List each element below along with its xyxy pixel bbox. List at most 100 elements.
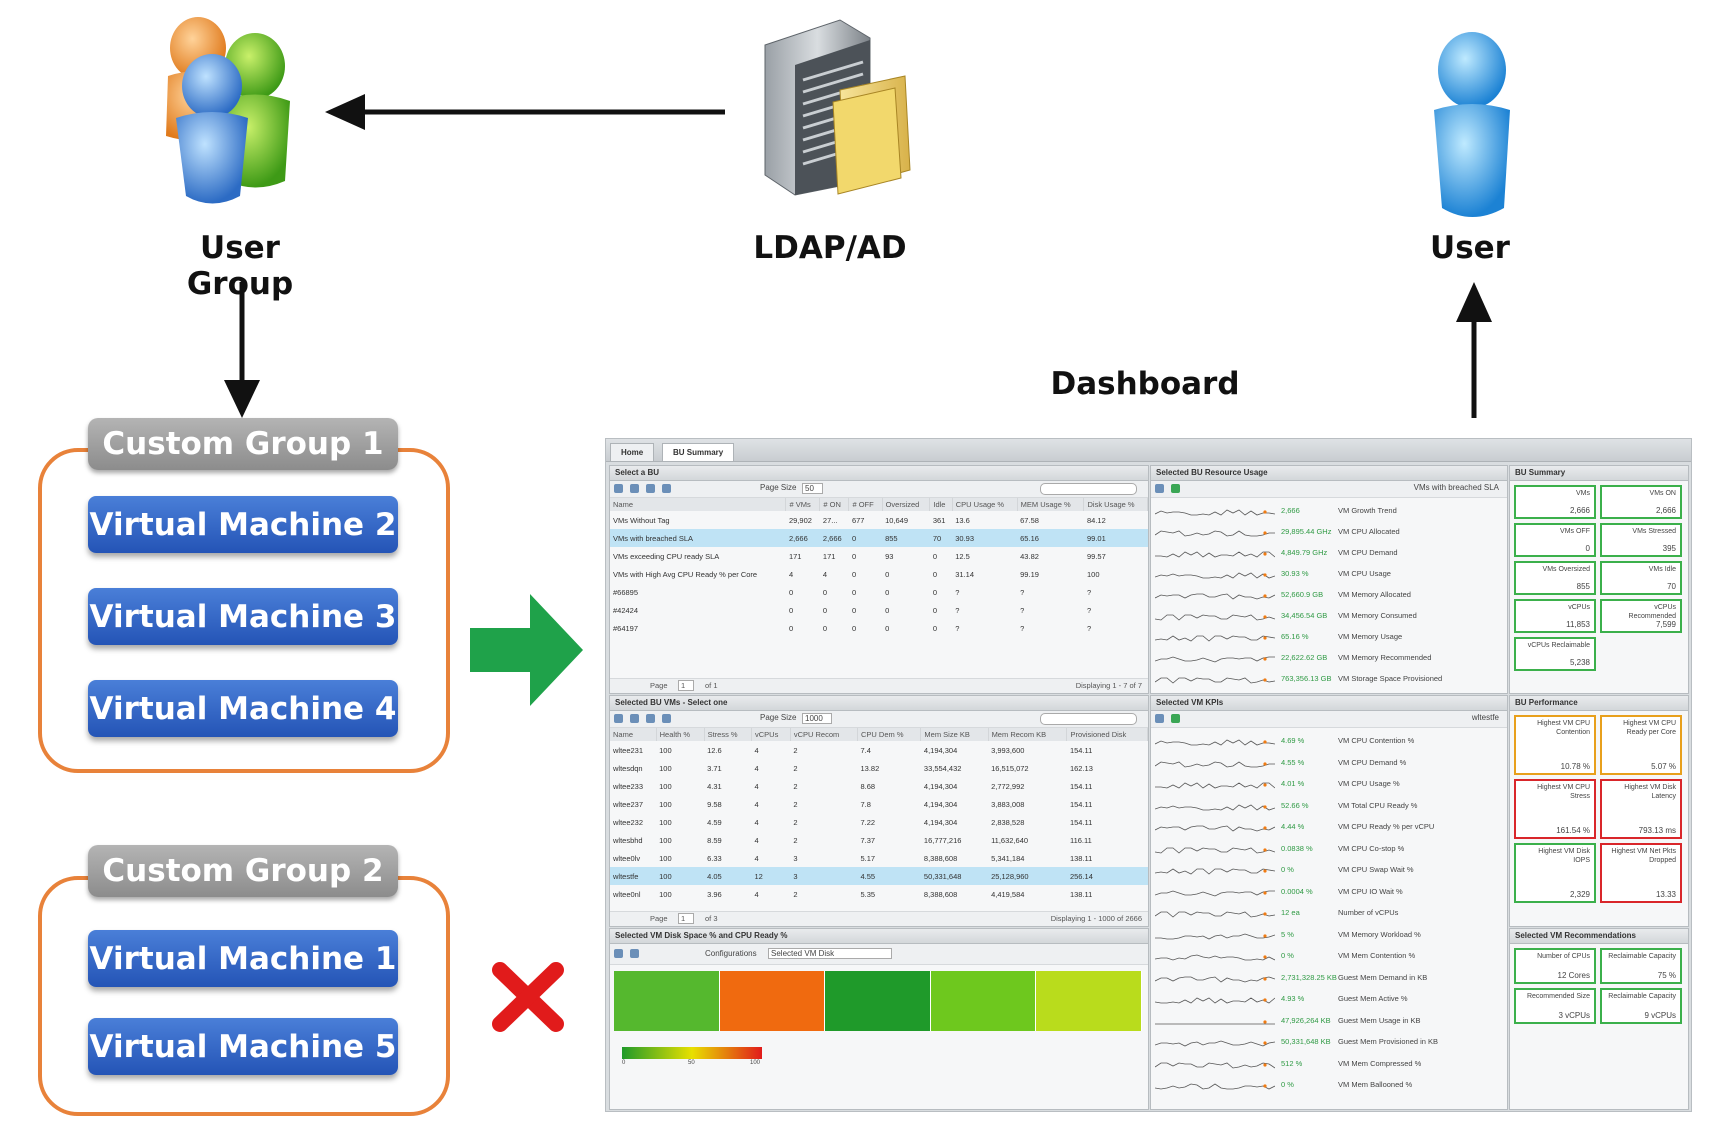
refresh-icon[interactable]: [1171, 714, 1180, 723]
export-icon[interactable]: [646, 714, 655, 723]
metric-row[interactable]: 5 %VM Memory Workload %: [1155, 926, 1503, 945]
metric-row[interactable]: 4.44 %VM CPU Ready % per vCPU: [1155, 818, 1503, 837]
configurations-select[interactable]: Selected VM Disk: [768, 948, 892, 959]
filter-icon[interactable]: [662, 714, 671, 723]
metric-row[interactable]: 4.93 %Guest Mem Active %: [1155, 990, 1503, 1009]
config-icon[interactable]: [630, 714, 639, 723]
metric-row[interactable]: 65.16 %VM Memory Usage: [1155, 628, 1503, 647]
column-header[interactable]: Health %: [656, 728, 705, 741]
metric-row[interactable]: 0.0004 %VM CPU IO Wait %: [1155, 883, 1503, 902]
column-header[interactable]: Stress %: [704, 728, 752, 741]
vm-5-button[interactable]: Virtual Machine 5: [88, 1018, 398, 1075]
page-size-select[interactable]: 50: [802, 483, 823, 494]
column-header[interactable]: # VMs: [785, 498, 821, 511]
tab-home[interactable]: Home: [610, 443, 655, 461]
vm-4-button[interactable]: Virtual Machine 4: [88, 680, 398, 737]
metric-row[interactable]: 4.55 %VM CPU Demand %: [1155, 754, 1503, 773]
refresh-icon[interactable]: [614, 484, 623, 493]
metric-row[interactable]: 512 %VM Mem Compressed %: [1155, 1055, 1503, 1074]
metric-row[interactable]: 0 %VM CPU Swap Wait %: [1155, 861, 1503, 880]
pager-page-input[interactable]: 1: [678, 680, 695, 691]
filter-input[interactable]: [1040, 713, 1137, 725]
metric-row[interactable]: 52.66 %VM Total CPU Ready %: [1155, 797, 1503, 816]
column-header[interactable]: MEM Usage %: [1017, 498, 1085, 511]
column-header[interactable]: Oversized: [882, 498, 931, 511]
metric-row[interactable]: 0.0838 %VM CPU Co-stop %: [1155, 840, 1503, 859]
config-icon[interactable]: [614, 949, 623, 958]
pager-page-input[interactable]: 1: [678, 913, 695, 924]
heatmap-cell[interactable]: [614, 971, 720, 1031]
column-header[interactable]: CPU Usage %: [952, 498, 1018, 511]
vm-2-button[interactable]: Virtual Machine 2: [88, 496, 398, 553]
column-header[interactable]: Mem Recom KB: [988, 728, 1068, 741]
column-header[interactable]: Name: [610, 498, 787, 511]
page-size-select[interactable]: 1000: [802, 713, 832, 724]
column-header[interactable]: # OFF: [848, 498, 883, 511]
heatmap-cell[interactable]: [930, 971, 1037, 1031]
refresh-icon[interactable]: [614, 714, 623, 723]
export-icon[interactable]: [646, 484, 655, 493]
config-icon[interactable]: [1155, 714, 1164, 723]
filter-input[interactable]: [1040, 483, 1137, 495]
heatmap-cell[interactable]: [719, 971, 826, 1031]
vm-3-button[interactable]: Virtual Machine 3: [88, 588, 398, 645]
metric-row[interactable]: 4.69 %VM CPU Contention %: [1155, 732, 1503, 751]
column-header[interactable]: Idle: [929, 498, 953, 511]
metric-row[interactable]: 4.01 %VM CPU Usage %: [1155, 775, 1503, 794]
metric-row[interactable]: 0 %VM Mem Contention %: [1155, 947, 1503, 966]
heatmap-cell[interactable]: [825, 971, 931, 1031]
column-header[interactable]: # ON: [819, 498, 850, 511]
column-header[interactable]: Provisioned Disk: [1066, 728, 1148, 741]
column-header[interactable]: Disk Usage %: [1083, 498, 1148, 511]
column-header[interactable]: vCPU Recom: [790, 728, 859, 741]
column-header[interactable]: vCPUs: [751, 728, 791, 741]
tab-bu-summary[interactable]: BU Summary: [662, 443, 735, 461]
metric-row[interactable]: 30.93 %VM CPU Usage: [1155, 565, 1503, 584]
heatmap-cell[interactable]: [1036, 971, 1142, 1031]
